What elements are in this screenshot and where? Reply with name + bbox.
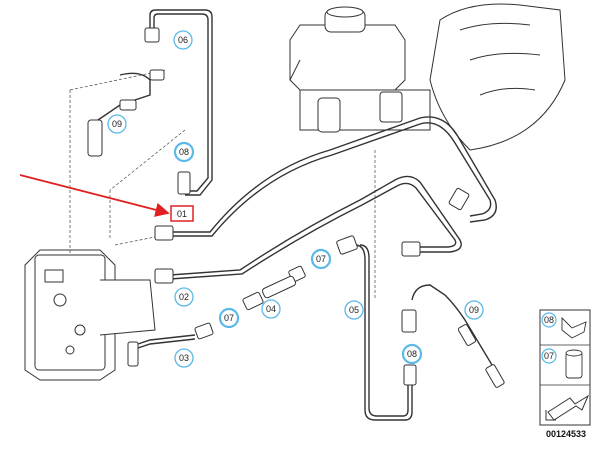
callout-04[interactable]: 04	[261, 299, 281, 319]
legend-bracket-item: 08	[541, 312, 587, 339]
callout-07-mid[interactable]: 07	[310, 248, 332, 270]
svg-text:09: 09	[112, 119, 122, 129]
fittings	[87, 27, 505, 388]
svg-text:07: 07	[316, 254, 326, 264]
legend-arrow-icon	[545, 394, 590, 421]
svg-text:04: 04	[266, 304, 276, 314]
svg-text:07: 07	[224, 313, 234, 323]
svg-text:03: 03	[179, 353, 189, 363]
callout-09-left[interactable]: 09	[107, 114, 127, 134]
svg-text:08: 08	[407, 349, 417, 359]
master-cylinder	[289, 3, 566, 151]
svg-text:08: 08	[544, 315, 554, 325]
svg-text:06: 06	[178, 35, 188, 45]
svg-text:05: 05	[349, 305, 359, 315]
brake-lines	[94, 9, 497, 421]
svg-text:02: 02	[179, 292, 189, 302]
callout-08-top[interactable]: 08	[173, 141, 195, 163]
callout-08-bottom[interactable]: 08	[401, 343, 423, 365]
callout-03[interactable]: 03	[174, 348, 194, 368]
callout-06[interactable]: 06	[173, 30, 193, 50]
legend-panel: 08 07	[539, 309, 591, 426]
abs-unit	[24, 249, 156, 381]
part-number: 00124533	[546, 429, 586, 439]
callout-07-left[interactable]: 07	[218, 307, 240, 329]
callout-09-right[interactable]: 09	[464, 300, 484, 320]
svg-text:08: 08	[179, 147, 189, 157]
svg-text:09: 09	[469, 305, 479, 315]
leader-lines	[69, 69, 376, 300]
svg-text:01: 01	[177, 209, 187, 219]
callout-01[interactable]: 01	[170, 205, 194, 222]
highlight-arrow	[19, 174, 170, 217]
svg-text:07: 07	[544, 351, 554, 361]
callout-05[interactable]: 05	[344, 300, 364, 320]
callout-02[interactable]: 02	[174, 287, 194, 307]
legend-fitting-item: 07	[541, 348, 583, 379]
